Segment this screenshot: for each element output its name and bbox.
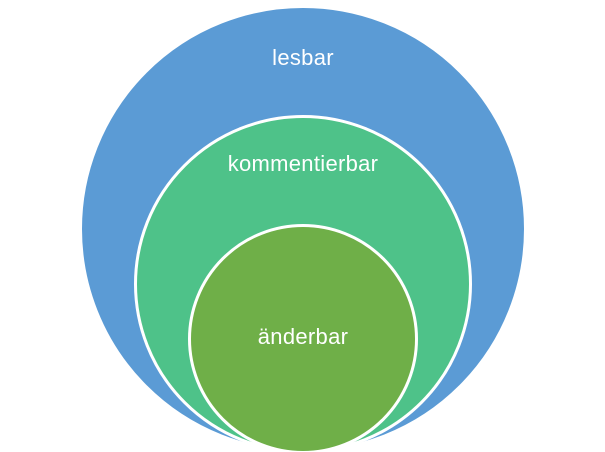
venn-label-kommentierbar: kommentierbar [227,151,379,176]
venn-label-lesbar: lesbar [272,45,334,70]
venn-label-aenderbar: änderbar [257,324,349,349]
